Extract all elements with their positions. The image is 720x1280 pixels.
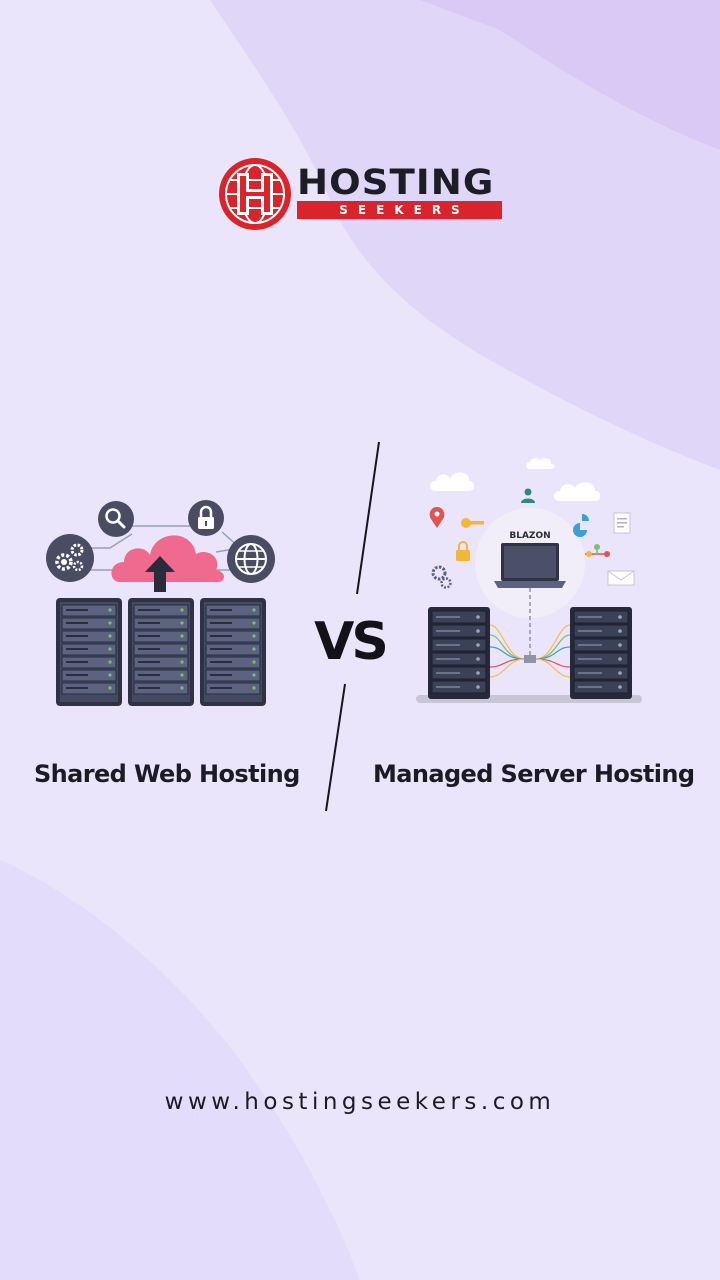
website-url[interactable]: www.hostingseekers.com	[164, 1089, 556, 1115]
hosting-seekers-logo[interactable]: HOSTING SEEKERS	[217, 156, 507, 234]
server-rack-middle	[128, 598, 194, 706]
shared-hosting-title: Shared Web Hosting	[34, 760, 300, 788]
server-tower-right	[570, 607, 632, 699]
logo-subtitle-banner: SEEKERS	[297, 201, 502, 219]
server-rack-right	[200, 598, 266, 706]
globe-h-logo-icon	[219, 158, 291, 230]
server-tower-left	[428, 607, 490, 699]
shared-hosting-servers-cloud-icon	[46, 500, 275, 706]
laptop-brand-label: BLAZON	[509, 531, 550, 541]
managed-hosting-title: Managed Server Hosting	[373, 760, 695, 788]
logo-wordmark: HOSTING	[297, 163, 495, 203]
vs-label: VS	[314, 612, 389, 672]
server-rack-left	[56, 598, 122, 706]
managed-server-laptop-icon: BLAZON	[416, 458, 642, 703]
